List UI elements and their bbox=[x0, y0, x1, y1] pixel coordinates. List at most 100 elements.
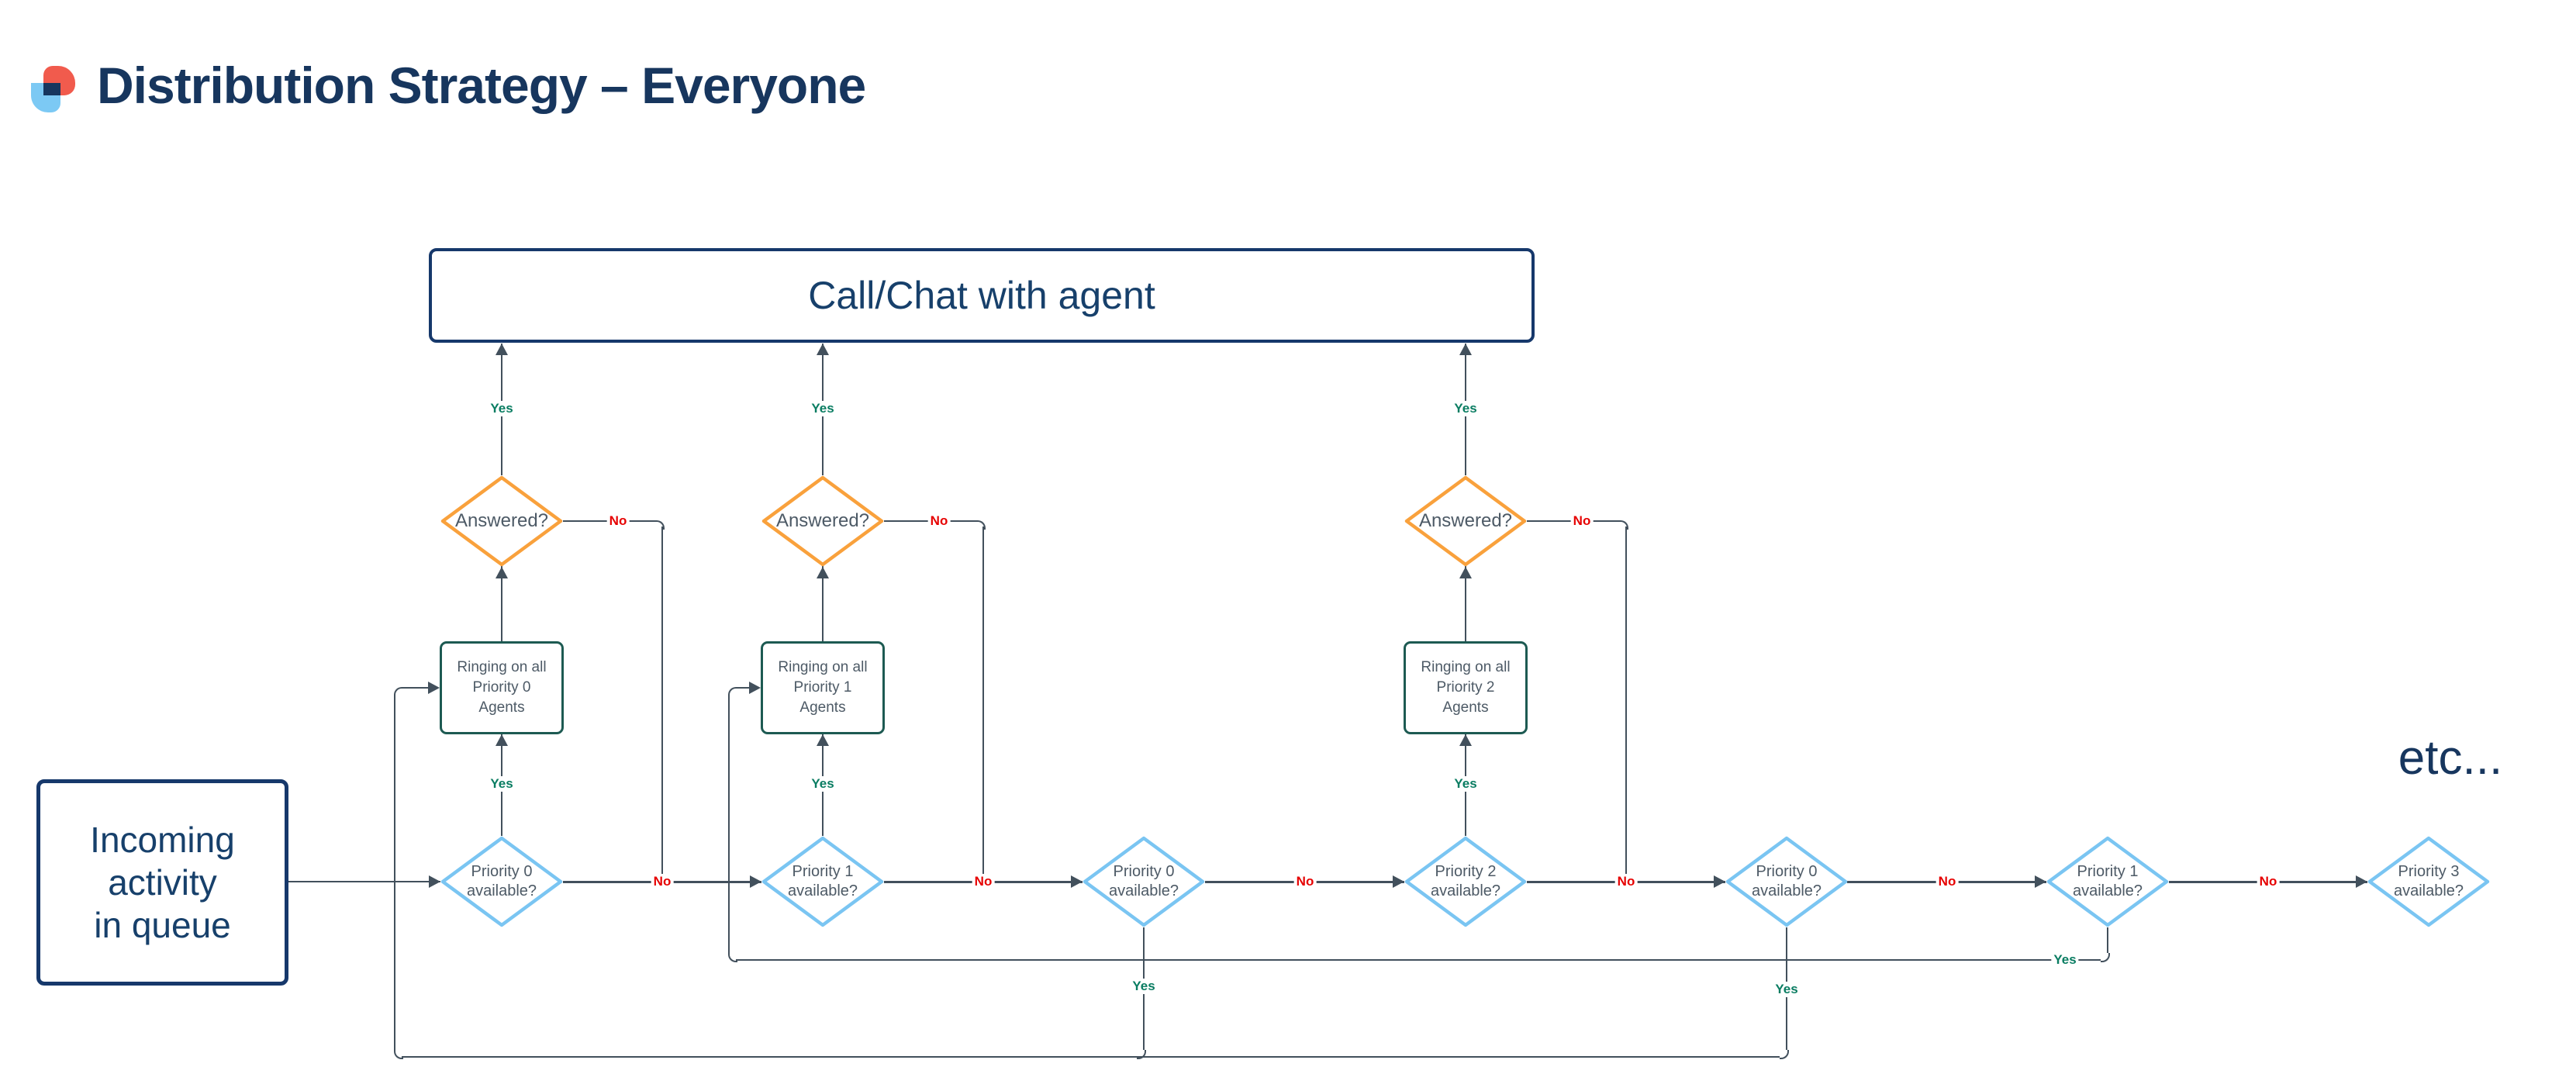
connector-corner bbox=[728, 953, 737, 962]
edge-label-no: No bbox=[1935, 874, 1959, 889]
node-label-line: Priority 0 bbox=[1113, 863, 1175, 880]
node-label-line: Priority 0 bbox=[471, 863, 533, 880]
arrowhead-up-icon bbox=[817, 734, 829, 746]
decision-answered-1: Answered? bbox=[440, 475, 563, 567]
edge-label-yes: Yes bbox=[809, 776, 837, 792]
edge-label-yes: Yes bbox=[1130, 979, 1158, 994]
connector-line bbox=[394, 695, 395, 1050]
arrowhead-right-icon bbox=[428, 682, 440, 694]
node-label-line: Agents bbox=[478, 699, 525, 716]
node-label: Priority 0 available? bbox=[1083, 836, 1205, 927]
decision-priority-1-available-1: Priority 1 available? bbox=[761, 836, 884, 927]
connector-line bbox=[2107, 927, 2108, 953]
arrowhead-right-icon bbox=[429, 875, 440, 888]
node-label-line: Ringing on all bbox=[778, 659, 868, 675]
connector-corner bbox=[976, 520, 986, 530]
edge-label-yes: Yes bbox=[488, 776, 516, 792]
node-label-line: Priority 2 bbox=[1436, 679, 1495, 696]
arrowhead-right-icon bbox=[750, 875, 761, 888]
arrowhead-up-icon bbox=[1459, 734, 1472, 746]
decision-priority-2-available-1: Priority 2 available? bbox=[1404, 836, 1527, 927]
node-label-line: available? bbox=[1108, 882, 1179, 899]
connector-line bbox=[982, 527, 984, 882]
diamond-shape bbox=[1404, 836, 1527, 927]
connector-corner bbox=[1619, 520, 1628, 530]
connector-corner bbox=[728, 687, 737, 696]
decision-priority-0-available-3: Priority 0 available? bbox=[1725, 836, 1848, 927]
node-label-line: available? bbox=[1751, 882, 1822, 899]
node-label: Answered? bbox=[775, 510, 870, 531]
connector-line bbox=[402, 687, 431, 689]
node-label-line: Priority 2 bbox=[1435, 863, 1497, 880]
edge-label-no: No bbox=[1614, 874, 1638, 889]
connector-line bbox=[501, 565, 502, 641]
node-label-line: available? bbox=[2393, 882, 2464, 899]
arrowhead-right-icon bbox=[749, 682, 761, 694]
node-label-line: Priority 0 bbox=[1756, 863, 1818, 880]
arrowhead-right-icon bbox=[2035, 875, 2046, 888]
node-label: Priority 0 available? bbox=[1725, 836, 1848, 927]
node-label-line: available? bbox=[2072, 882, 2143, 899]
edge-label-yes: Yes bbox=[488, 401, 516, 416]
decision-priority-3-available-1: Priority 3 available? bbox=[2367, 836, 2490, 927]
decision-answered-3: Answered? bbox=[1404, 475, 1527, 567]
connector-line bbox=[1625, 527, 1627, 882]
node-label: Answered? bbox=[1418, 510, 1513, 531]
edge-label-no: No bbox=[1293, 874, 1317, 889]
connector-line bbox=[736, 959, 2101, 961]
connector-corner bbox=[2101, 953, 2110, 962]
edge-label-no: No bbox=[972, 874, 995, 889]
edge-label-no: No bbox=[606, 513, 630, 529]
arrowhead-right-icon bbox=[1393, 875, 1404, 888]
diamond-shape bbox=[761, 475, 884, 567]
connector-line bbox=[288, 881, 440, 882]
node-label: Answered? bbox=[454, 510, 549, 531]
node-label-line: Ringing on all bbox=[457, 659, 547, 675]
node-label-line: Priority 1 bbox=[792, 863, 854, 880]
diamond-shape bbox=[761, 836, 884, 927]
edge-label-yes: Yes bbox=[809, 401, 837, 416]
node-label-line: available? bbox=[466, 882, 537, 899]
connector-corner bbox=[655, 520, 665, 530]
node-label-line: Agents bbox=[799, 699, 846, 716]
connector-corner bbox=[394, 1050, 403, 1059]
node-label-line: available? bbox=[787, 882, 858, 899]
connector-line bbox=[822, 565, 824, 641]
page-title: Distribution Strategy – Everyone bbox=[97, 57, 866, 114]
edge-label-no: No bbox=[1570, 513, 1594, 529]
node-label-line: Priority 3 bbox=[2398, 863, 2460, 880]
decision-priority-0-available-2: Priority 0 available? bbox=[1083, 836, 1205, 927]
arrowhead-right-icon bbox=[1714, 875, 1725, 888]
node-ringing-priority-0: Ringing on all Priority 0 Agents bbox=[440, 641, 564, 734]
edge-label-yes: Yes bbox=[2051, 952, 2079, 968]
arrowhead-up-icon bbox=[1459, 567, 1472, 578]
arrowhead-up-icon bbox=[817, 567, 829, 578]
diamond-shape bbox=[2367, 836, 2490, 927]
node-label-line: Priority 0 bbox=[472, 679, 531, 696]
node-label: Priority 1 available? bbox=[761, 836, 884, 927]
node-call-chat-with-agent: Call/Chat with agent bbox=[429, 248, 1535, 343]
arrowhead-up-icon bbox=[496, 344, 508, 355]
arrowhead-up-icon bbox=[1459, 344, 1472, 355]
diamond-shape bbox=[1083, 836, 1205, 927]
connector-corner bbox=[1137, 1050, 1146, 1059]
edge-label-no: No bbox=[651, 874, 674, 889]
connector-line bbox=[402, 1056, 1780, 1058]
diamond-shape bbox=[440, 836, 563, 927]
node-ringing-priority-1: Ringing on all Priority 1 Agents bbox=[761, 641, 885, 734]
node-label-line: available? bbox=[1430, 882, 1501, 899]
connector-line bbox=[661, 527, 663, 882]
connector-corner bbox=[394, 687, 403, 696]
node-label: Priority 2 available? bbox=[1404, 836, 1527, 927]
arrowhead-right-icon bbox=[2356, 875, 2367, 888]
node-label: Call/Chat with agent bbox=[808, 274, 1155, 317]
connector-line bbox=[728, 695, 730, 953]
edge-label-yes: Yes bbox=[1452, 401, 1480, 416]
etc-continuation-label: etc... bbox=[2398, 731, 2503, 785]
arrowhead-up-icon bbox=[817, 344, 829, 355]
edge-label-no: No bbox=[927, 513, 951, 529]
node-label-line: Agents bbox=[1442, 699, 1489, 716]
node-label-line: activity bbox=[108, 861, 217, 903]
node-label: Priority 3 available? bbox=[2367, 836, 2490, 927]
